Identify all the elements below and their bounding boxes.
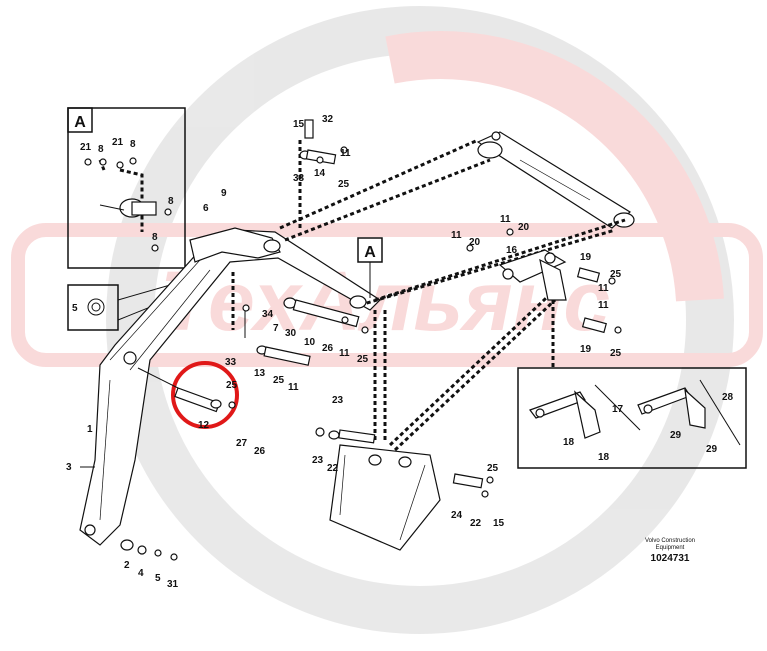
callout: 13 [254,368,266,379]
callout: 11 [288,382,299,393]
callout: 21 [80,142,92,153]
callout: 6 [203,203,209,214]
callout: 33 [225,357,237,368]
boom-ref-letter: A [364,244,376,261]
callout: 18 [598,452,610,463]
callout: 19 [580,252,592,263]
hydraulic-cylinder [476,131,635,229]
callout: 24 [451,510,463,521]
callout: 11 [339,348,350,359]
callout: 8 [130,139,136,150]
callout: 9 [221,188,227,199]
drawing-footer: Volvo Construction Equipment 1024731 [645,538,695,564]
footer-maker-line2: Equipment [656,545,685,551]
callout: 27 [236,438,248,449]
detail-a-box: A [67,107,186,269]
callout: 5 [155,573,161,584]
callout: 20 [518,222,530,233]
callout: 25 [610,269,622,280]
callout: 28 [722,392,734,403]
callout: 15 [293,119,305,130]
callout: 22 [470,518,482,529]
arm-link [189,227,281,263]
pins-bushings [242,295,369,366]
callout: 23 [312,455,324,466]
callout: 26 [254,446,266,457]
callout: 8 [98,144,104,155]
callout: 15 [493,518,505,529]
callout: 5 [72,303,78,314]
detail-link-box [517,367,747,469]
callout: 8 [152,232,158,243]
top-pin-group [299,119,348,165]
callout: 26 [322,343,334,354]
boom-foot-pins [80,466,178,561]
callout: 11 [451,230,462,241]
callout: 25 [357,354,369,365]
detail-a-letter: A [74,114,86,131]
bucket [315,427,494,551]
bucket-linkage [466,228,622,334]
callout: 34 [262,309,274,320]
callout: 16 [506,245,518,256]
callout: 7 [273,323,279,334]
drawing-number: 1024731 [651,553,690,564]
callout: 29 [706,444,718,455]
callout: 33 [293,173,305,184]
callout: 8 [168,196,174,207]
callout: 20 [469,237,481,248]
callout: 25 [610,348,622,359]
callout: 18 [563,437,575,448]
footer-maker-line1: Volvo Construction [645,538,695,544]
highlighted-pin-12[interactable] [137,361,239,429]
callout: 25 [226,380,238,391]
callout: 3 [66,462,72,473]
callout: 31 [167,579,179,590]
boom-ref-a: A [357,237,383,298]
callout: 32 [322,114,334,125]
callout: 10 [304,337,316,348]
callout: 4 [138,568,144,579]
callout: 19 [580,344,592,355]
highlight-ring [171,361,239,429]
callout: 29 [670,430,682,441]
callout: 23 [332,395,344,406]
callout: 30 [285,328,297,339]
callout: 11 [598,283,609,294]
callout: 25 [273,375,285,386]
callout: 11 [340,148,351,159]
callout: 25 [487,463,499,474]
callout-labels: 21 8 21 8 8 8 5 6 9 1 3 2 4 5 31 12 25 2… [66,114,734,590]
callout: 22 [327,463,339,474]
callout: 14 [314,168,326,179]
callout: 1 [87,424,93,435]
callout: 11 [598,300,609,311]
callout: 11 [500,214,511,225]
callout: 2 [124,560,130,571]
callout: 12 [198,420,210,431]
callout: 17 [612,404,624,415]
connection-lines [231,138,626,452]
callout: 25 [338,179,350,190]
callout: 21 [112,137,124,148]
